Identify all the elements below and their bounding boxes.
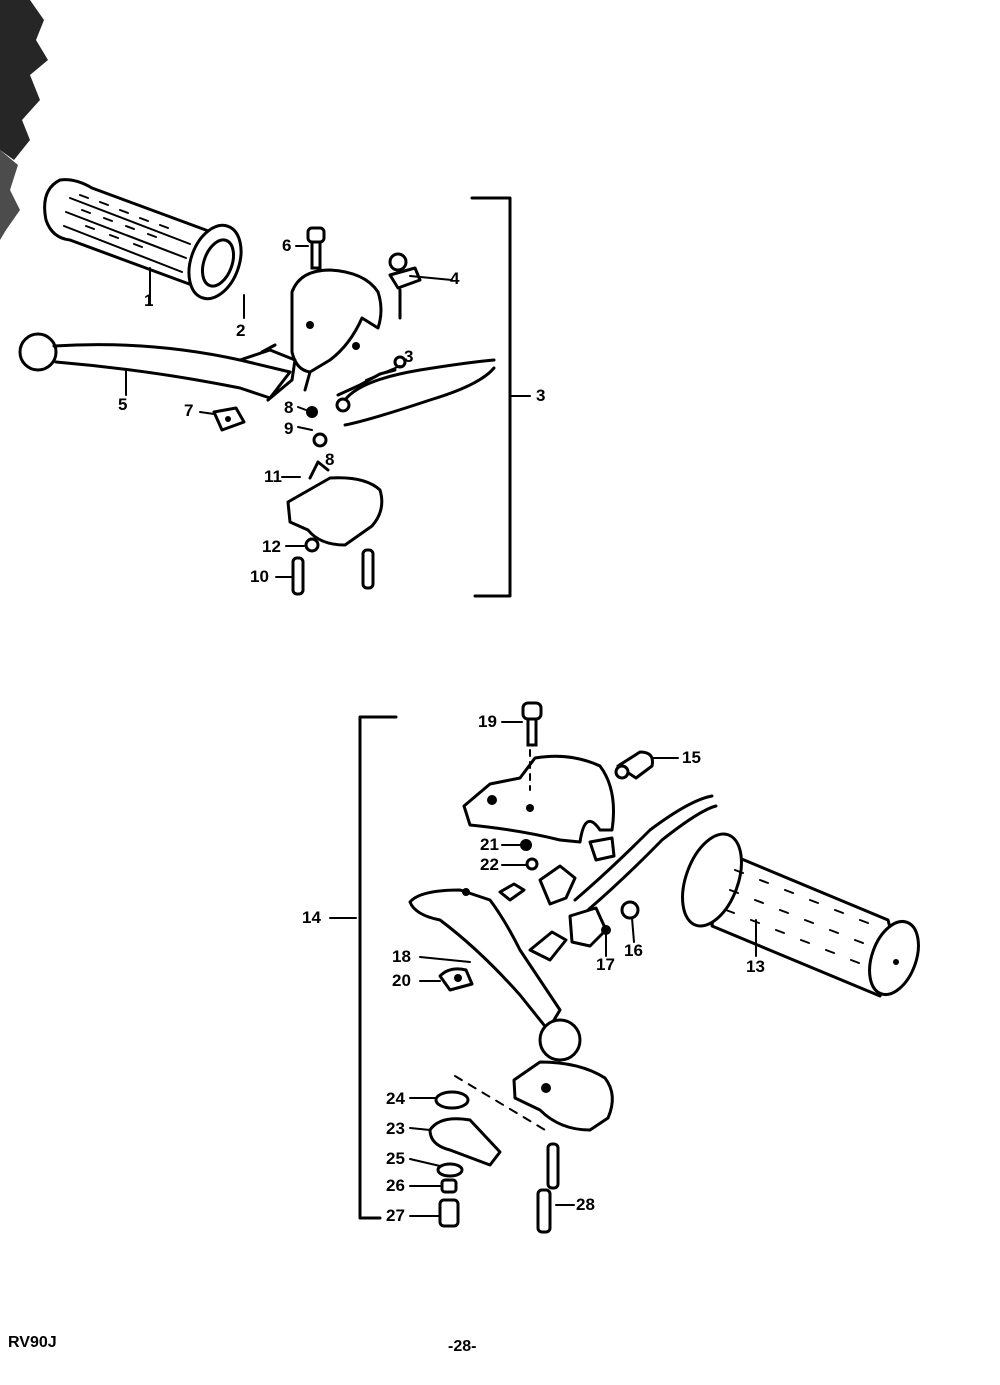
part-label-16: 16 [624, 941, 643, 960]
part-label-20: 20 [392, 971, 411, 990]
part-label-3: 3 [536, 386, 546, 405]
part-label-6: 6 [282, 236, 292, 255]
switch-16-17 [528, 900, 640, 962]
part-label-1: 1 [144, 291, 154, 310]
part-label-4: 4 [450, 269, 460, 288]
parts-21-22 [498, 839, 539, 902]
bracket-14 [358, 715, 398, 1220]
bracket-3 [470, 196, 512, 598]
part-label-26: 26 [386, 1176, 405, 1195]
screws-10 [291, 548, 375, 596]
part-label-11: 11 [264, 467, 282, 486]
part-label-12: 12 [262, 537, 281, 556]
pivot-parts-23-27 [428, 1090, 502, 1228]
grip-13 [681, 832, 920, 998]
throttle-cable [335, 355, 496, 427]
part-label-13: 13 [746, 957, 765, 976]
part-label-3-lower: 3 [404, 347, 414, 366]
part-label-5: 5 [118, 395, 128, 414]
switch-housing-lower [286, 460, 384, 553]
clamp-7 [212, 406, 246, 432]
spring-8 [306, 406, 328, 448]
part-label-24: 24 [386, 1089, 405, 1108]
part-label-8b: 8 [325, 450, 335, 469]
adjuster-4 [388, 252, 422, 320]
part-label-28: 28 [576, 1195, 595, 1214]
leader-lines-upper [125, 245, 531, 578]
part-label-15: 15 [682, 748, 701, 767]
part-label-27: 27 [386, 1206, 405, 1225]
page-number: -28- [448, 1338, 477, 1355]
screw-6 [306, 226, 326, 270]
part-label-25: 25 [386, 1149, 405, 1168]
brake-cable [573, 794, 718, 912]
brake-switch [538, 836, 616, 906]
part-label-23: 23 [386, 1119, 405, 1138]
brake-housing-upper [462, 754, 615, 844]
part-label-2: 2 [236, 321, 246, 340]
model-code: RV90J [8, 1334, 57, 1351]
switch-housing-upper [260, 268, 383, 392]
clamp-20 [438, 967, 474, 992]
part-label-10: 10 [250, 567, 269, 586]
lever-18 [408, 888, 582, 1062]
part-label-8: 8 [284, 398, 294, 417]
leader-lines-lower [329, 721, 757, 1217]
part-label-9: 9 [284, 419, 294, 438]
scan-artifact-left-edge [0, 0, 48, 240]
screw-19 [521, 701, 543, 791]
adjuster-15 [614, 750, 654, 780]
part-label-14: 14 [302, 908, 321, 927]
bolts-28 [536, 1142, 560, 1234]
lever-5 [18, 332, 297, 402]
part-label-7: 7 [184, 401, 194, 420]
part-label-17: 17 [596, 955, 615, 974]
grip-1 [43, 178, 243, 301]
part-label-19: 19 [478, 712, 497, 731]
brake-housing-lower [454, 1060, 614, 1132]
part-label-22: 22 [480, 855, 499, 874]
part-label-21: 21 [480, 835, 499, 854]
part-label-18: 18 [392, 947, 411, 966]
